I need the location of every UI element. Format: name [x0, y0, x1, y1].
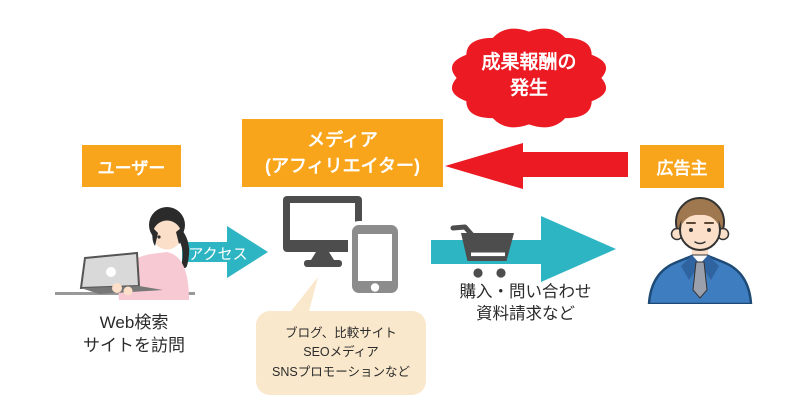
reward-badge-line1: 成果報酬の [481, 52, 577, 73]
media-callout-line1: ブログ、比較サイト [285, 325, 397, 340]
desktop-and-smartphone-icon [283, 196, 402, 296]
user-box: ユーザー [82, 145, 181, 187]
media-box-line1: メディア [307, 129, 378, 150]
woman-at-laptop-illustration [55, 207, 195, 300]
user-box-label: ユーザー [97, 158, 166, 178]
reward-arrow-left [445, 143, 628, 189]
media-callout-tail [288, 277, 318, 315]
conversion-arrow [431, 216, 616, 282]
conversion-caption-line1: 購入・問い合わせ [459, 283, 592, 301]
media-callout-line2: SEOメディア [303, 345, 379, 360]
desktop-monitor-icon [283, 196, 362, 267]
reward-badge: 成果報酬の 発生 [441, 50, 617, 101]
media-callout-line3: SNSプロモーションなど [272, 364, 410, 379]
media-box: メディア (アフィリエイター) [242, 119, 443, 187]
reward-badge-shape [451, 28, 607, 128]
reward-badge-line2: 発生 [509, 77, 548, 99]
media-box-line2: (アフィリエイター) [265, 156, 420, 176]
smartphone-icon [348, 221, 402, 296]
conversion-caption-line2: 資料請求など [476, 305, 575, 324]
user-behavior-caption: Web検索 サイトを訪問 [58, 312, 210, 358]
access-arrow-label: アクセス [188, 246, 248, 263]
user-behavior-line1: Web検索 [99, 313, 169, 332]
media-callout: ブログ、比較サイト SEOメディア SNSプロモーションなど [256, 311, 426, 395]
businessman-illustration [647, 197, 753, 304]
shopping-cart-icon [450, 224, 514, 278]
advertiser-box-label: 広告主 [656, 159, 708, 178]
access-arrow [182, 226, 268, 278]
conversion-caption: 購入・問い合わせ 資料請求など [433, 281, 618, 326]
user-behavior-line2: サイトを訪問 [83, 335, 185, 355]
advertiser-box: 広告主 [640, 145, 724, 188]
